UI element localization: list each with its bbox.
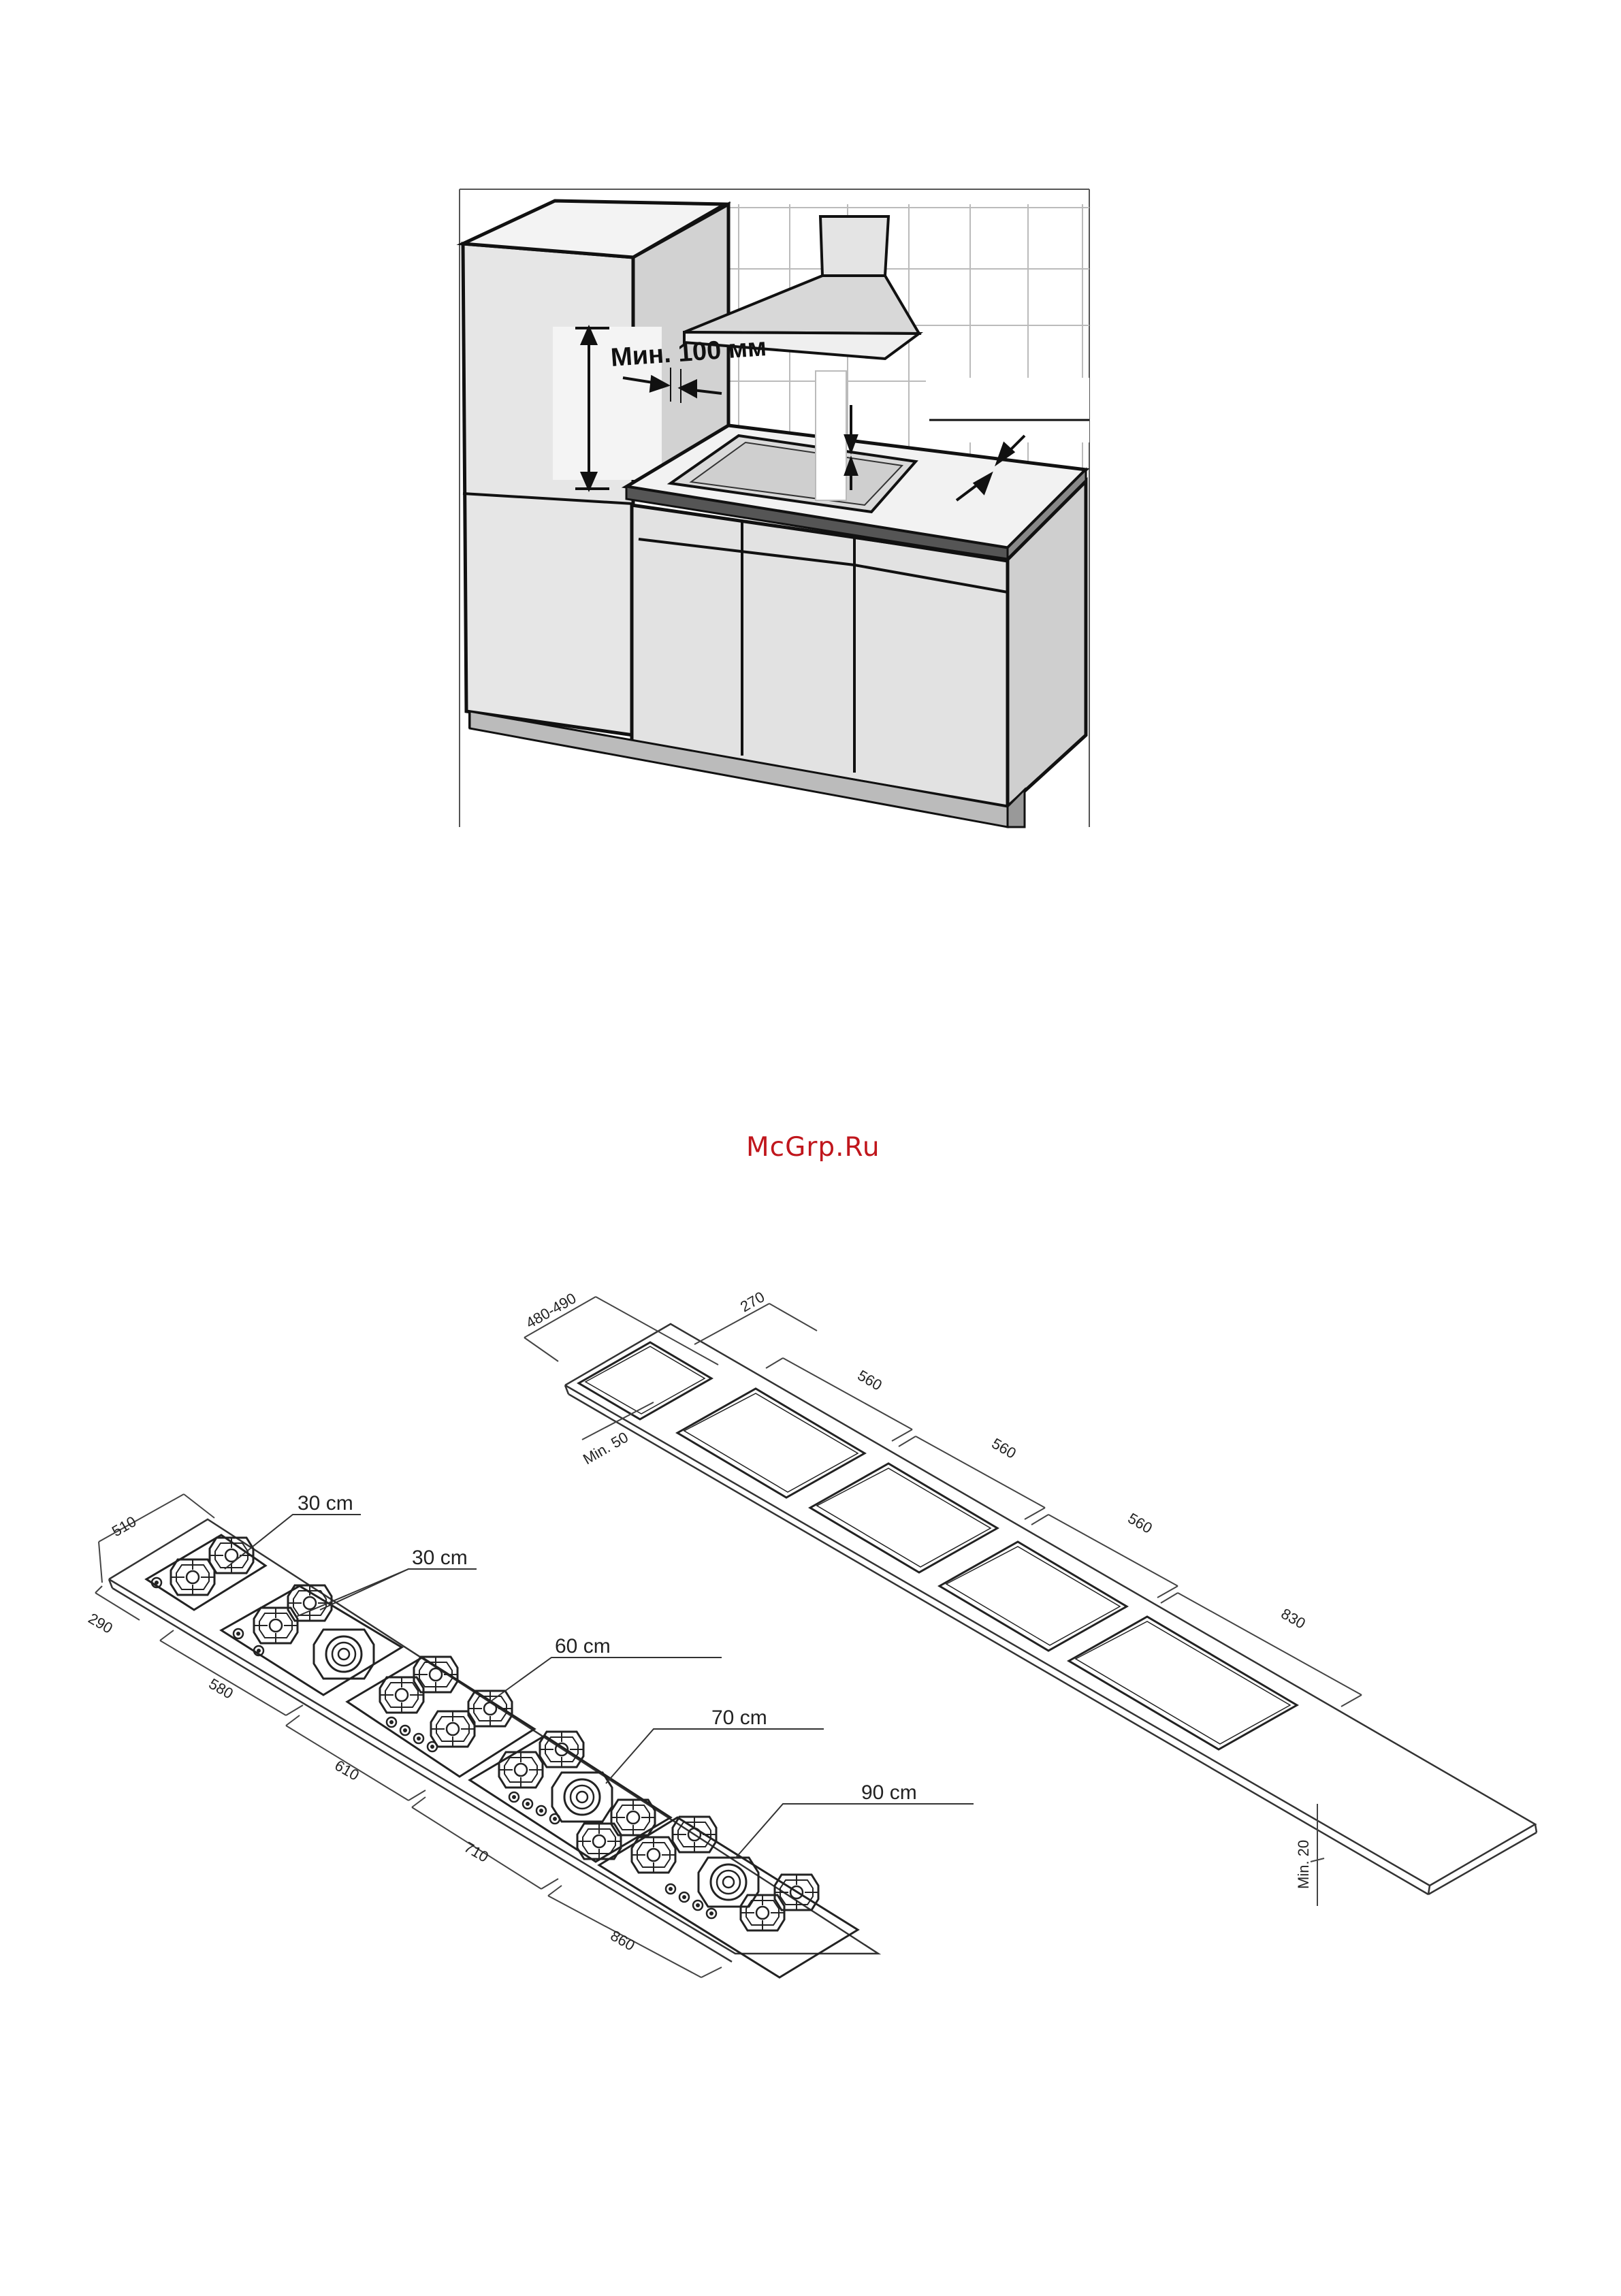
kitchen-illustration: Мин. 100 мм [460,189,1089,827]
size-label-30cm-b: 30 cm [412,1547,468,1569]
width-label-580: 580 [206,1675,236,1702]
right-clearance-zone [926,378,1089,442]
hob-dimension-lines [95,1494,722,1977]
hob-dimensions-figure: 30 cm 30 cm 60 cm 70 cm 90 cm 510 290 [86,1492,974,1977]
depth-label-290: 290 [86,1610,116,1637]
width-label-710: 710 [462,1839,492,1866]
edge-min-label: Min. 50 [580,1429,631,1468]
hob-30cm-b [221,1585,402,1695]
watermark: McGrp.Ru [746,1132,880,1163]
thickness-min-label: Min. 20 [1295,1840,1312,1889]
cutout-label-560-c: 560 [1125,1510,1155,1537]
hood-clearance-strip [816,371,846,500]
size-label-90cm: 90 cm [861,1781,917,1804]
depth-label-510: 510 [109,1513,139,1540]
cutout-worktop [565,1324,1537,1894]
size-label-70cm: 70 cm [711,1707,767,1729]
cutout-figure: 480-490 270 560 560 560 830 Min. 50 Min.… [523,1288,1537,1906]
cutout-openings [579,1342,1297,1749]
hob-90cm [599,1817,858,1977]
size-label-60cm: 60 cm [555,1635,611,1658]
size-label-30cm-a: 30 cm [298,1492,353,1515]
cutout-label-830: 830 [1279,1605,1309,1632]
cutout-label-560-b: 560 [989,1435,1019,1462]
cutout-label-560-a: 560 [855,1367,885,1394]
width-label-610: 610 [332,1757,362,1784]
width-label-860: 860 [608,1927,638,1954]
cutout-label-270: 270 [737,1288,767,1315]
